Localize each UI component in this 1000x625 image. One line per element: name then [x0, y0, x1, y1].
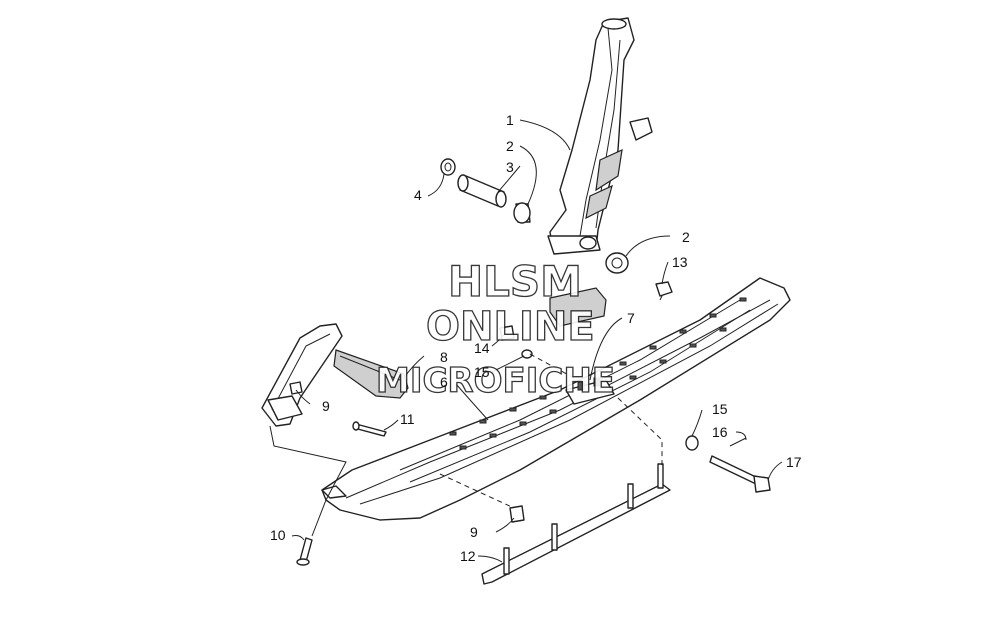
watermark-line-1: HLSM	[448, 257, 582, 306]
callout-12: 12	[460, 548, 476, 564]
ski-body-part	[321, 277, 791, 521]
callout-11: 11	[400, 411, 415, 427]
callout-2-lower: 2	[682, 229, 690, 245]
nut-part-9-handle	[289, 381, 303, 395]
watermark-line-3: MICROFICHE	[376, 361, 615, 401]
wear-bar-part-12	[481, 463, 671, 585]
callout-labels: 1 2 3 4 2 13 7 14 8 15 6 9 11 15 16 17 9…	[270, 112, 802, 564]
bushing-part-2-upper	[513, 202, 531, 224]
ski-handle-part-8	[261, 323, 409, 427]
callout-3: 3	[506, 159, 514, 175]
nut-part-14	[499, 325, 515, 341]
spindle-part	[547, 17, 653, 255]
bolt-part-17	[709, 455, 771, 493]
callout-17: 17	[786, 454, 802, 470]
callout-8: 8	[440, 349, 448, 365]
callout-10: 10	[270, 527, 286, 543]
callout-14: 14	[474, 340, 490, 356]
callout-13: 13	[672, 254, 688, 270]
callout-4: 4	[414, 187, 422, 203]
callout-15-left: 15	[474, 364, 490, 380]
callout-7: 7	[627, 310, 635, 326]
sleeve-part-3	[457, 174, 507, 208]
ski-mount-part-7	[549, 287, 615, 405]
callout-15-right: 15	[712, 401, 728, 417]
callout-16: 16	[712, 424, 728, 440]
washer-part-4	[440, 158, 456, 176]
callout-2-upper: 2	[506, 138, 514, 154]
leader-lines	[269, 119, 783, 563]
nut-part-13	[655, 281, 673, 297]
cotter-pin-part-16	[729, 437, 747, 447]
callout-6: 6	[440, 374, 448, 390]
callout-1: 1	[506, 112, 514, 128]
callout-9-handle: 9	[322, 398, 330, 414]
watermark-line-2: ONLINE	[426, 304, 595, 350]
bolt-part-10	[296, 537, 313, 566]
bushing-part-2-lower	[605, 252, 629, 274]
callout-9-lower: 9	[470, 524, 478, 540]
washer-part-15-left	[521, 349, 533, 359]
washer-part-15-right	[685, 435, 699, 451]
watermark: HLSM ONLINE MICROFICHE	[375, 256, 615, 401]
bolt-part-11	[352, 421, 387, 437]
